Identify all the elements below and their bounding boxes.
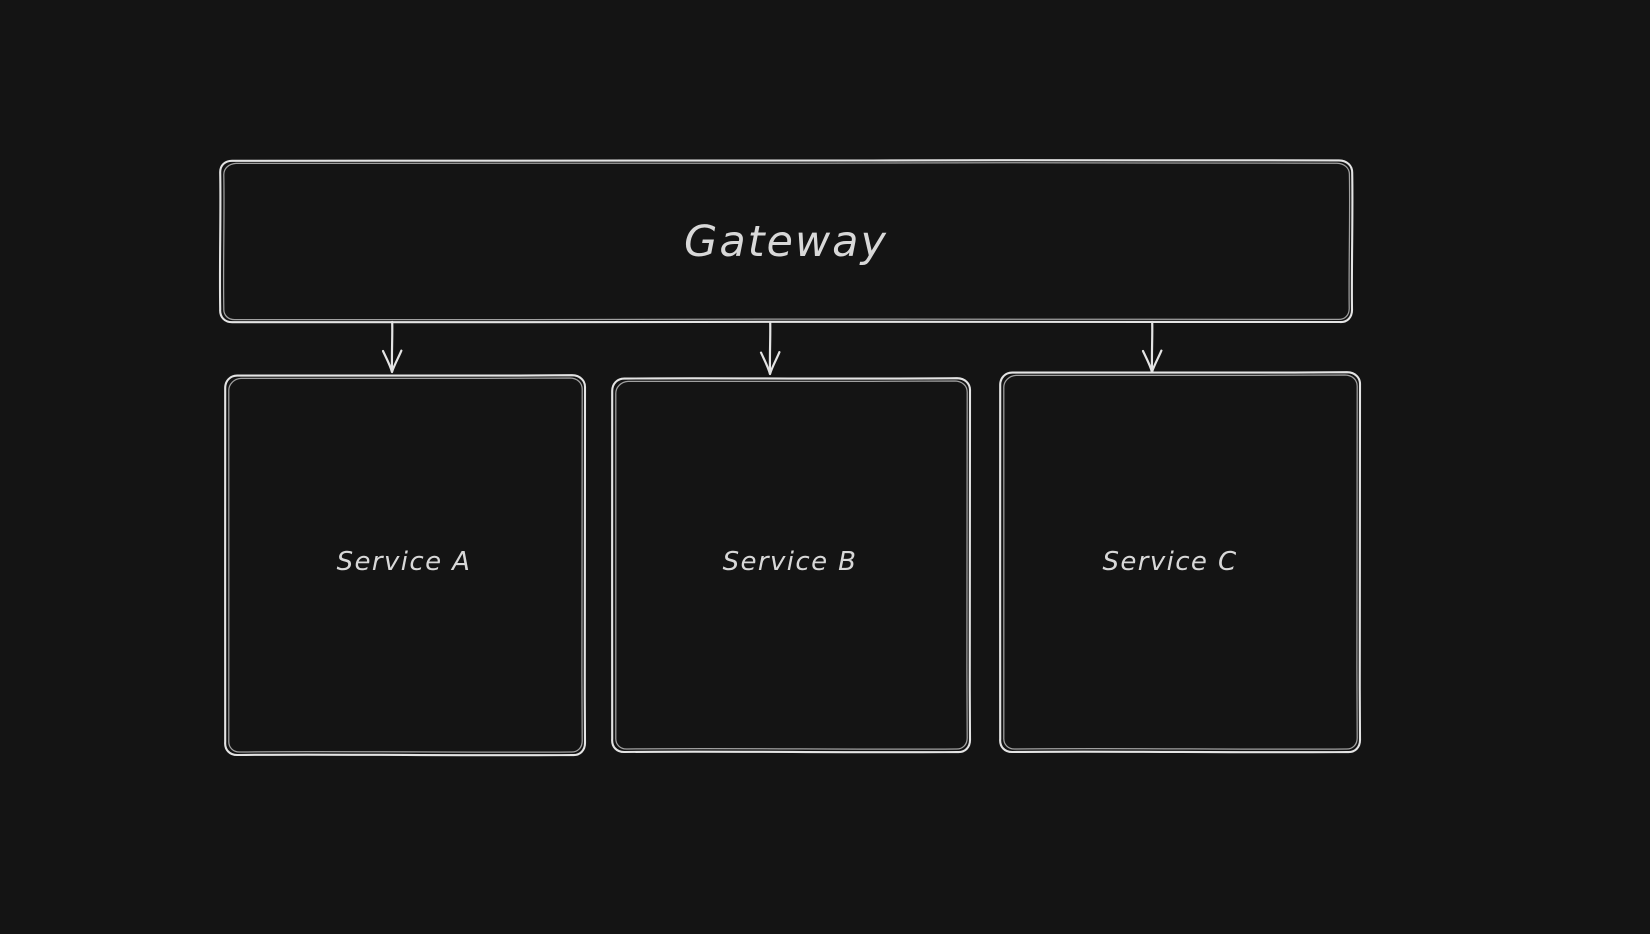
node-service-a[interactable] <box>223 374 587 757</box>
edge-gateway-to-service-b[interactable] <box>759 320 781 376</box>
gateway-fill <box>220 160 1352 322</box>
node-label-gateway: Gateway <box>684 217 888 267</box>
edge-arrowhead-b <box>759 351 781 376</box>
service-c-outline <box>998 371 1362 754</box>
node-label-service-b: Service B <box>722 547 858 577</box>
edge-gateway-to-service-a[interactable] <box>381 320 403 374</box>
service-a-fill <box>225 375 585 755</box>
edge-arrowhead-c <box>1141 349 1163 374</box>
gateway-outline-second-pass <box>222 162 1351 321</box>
service-b-outline-second-pass <box>614 380 969 750</box>
node-gateway[interactable] <box>218 159 1354 324</box>
node-service-b[interactable] <box>610 377 972 754</box>
service-c-fill <box>1000 372 1360 752</box>
service-b-outline <box>610 377 972 754</box>
service-c-outline-second-pass <box>1002 374 1359 750</box>
node-label-service-c: Service C <box>1102 547 1238 577</box>
node-label-service-a: Service A <box>336 547 472 577</box>
gateway-outline <box>218 159 1354 324</box>
node-service-c[interactable] <box>998 371 1362 754</box>
service-a-outline-second-pass <box>227 377 584 753</box>
edge-arrowhead-a <box>381 349 403 374</box>
service-b-fill <box>612 378 970 752</box>
service-a-outline <box>223 374 587 757</box>
edge-gateway-to-service-c[interactable] <box>1141 320 1163 374</box>
